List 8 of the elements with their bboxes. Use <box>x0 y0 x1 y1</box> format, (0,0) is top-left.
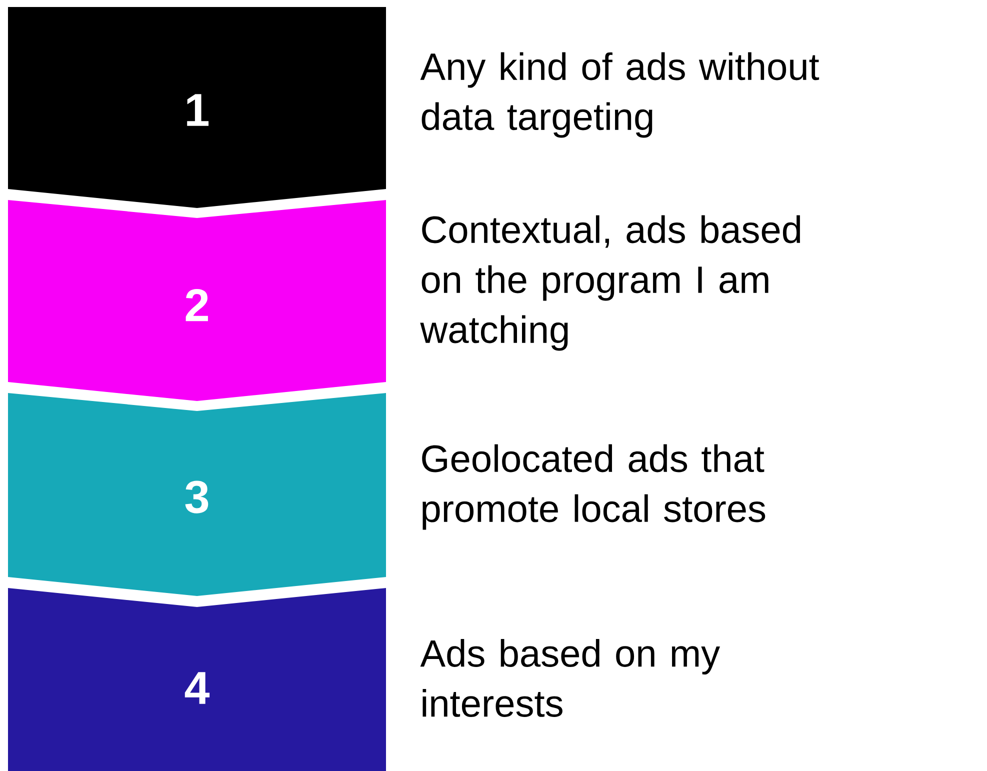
chevron-band: 2 <box>8 200 386 401</box>
description-text: Geolocated ads that promote local stores <box>422 444 766 530</box>
chevron-band: 1 <box>8 7 386 208</box>
chevron-band: 3 <box>8 393 386 596</box>
description-text: Contextual, ads based on the program I am watching <box>420 215 800 351</box>
description-text: Any kind of ads without data targeting <box>420 52 820 138</box>
chevron-band: 4 <box>8 588 386 771</box>
description-text: Ads based on my interests <box>420 639 720 717</box>
